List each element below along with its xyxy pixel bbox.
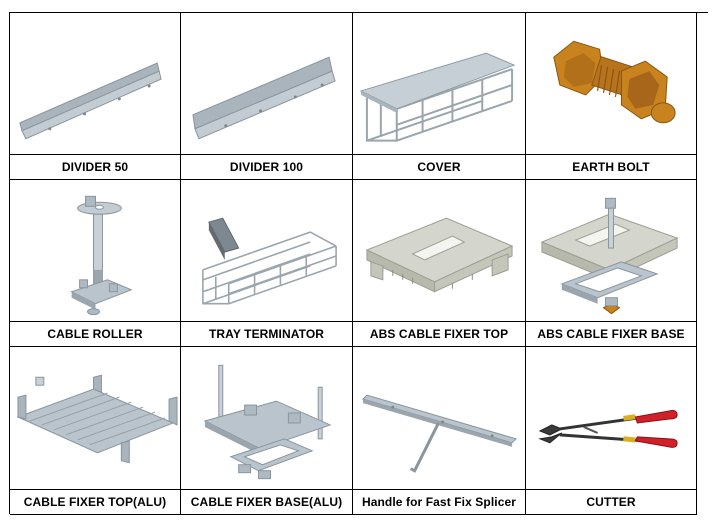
cable-fixer-base-alu-icon (181, 347, 352, 489)
product-cell-tray-terminator: TRAY TERMINATOR (181, 180, 353, 347)
product-label: CABLE FIXER TOP(ALU) (10, 489, 180, 514)
cable-fixer-top-alu-icon (10, 347, 180, 489)
product-cell-cable-roller: CABLE ROLLER (10, 180, 181, 347)
product-label: CABLE FIXER BASE(ALU) (181, 489, 352, 514)
product-label: TRAY TERMINATOR (181, 321, 352, 346)
product-label: DIVIDER 50 (10, 154, 180, 179)
handle-splicer-icon (353, 347, 525, 489)
cable-roller-icon (10, 180, 180, 322)
product-label: EARTH BOLT (526, 154, 696, 179)
abs-cable-fixer-base-icon (526, 180, 696, 322)
divider-100-icon (181, 13, 352, 155)
product-cell-handle-splicer: Handle for Fast Fix Splicer (353, 347, 526, 515)
product-label: DIVIDER 100 (181, 154, 352, 179)
product-label: ABS CABLE FIXER TOP (353, 321, 525, 346)
tray-terminator-icon (181, 180, 352, 322)
abs-cable-fixer-top-icon (353, 180, 525, 322)
product-cell-abs-cable-fixer-top: ABS CABLE FIXER TOP (353, 180, 526, 347)
product-label: CUTTER (526, 489, 696, 514)
product-label: CABLE ROLLER (10, 321, 180, 346)
product-cell-cable-fixer-top-alu: CABLE FIXER TOP(ALU) (10, 347, 181, 515)
product-cell-cutter: CUTTER (526, 347, 697, 515)
cover-icon (353, 13, 525, 155)
product-label: COVER (353, 154, 525, 179)
product-cell-cover: COVER (353, 13, 526, 180)
product-cell-divider-50: DIVIDER 50 (10, 13, 181, 180)
divider-50-icon (10, 13, 180, 155)
earth-bolt-icon (526, 13, 696, 155)
product-cell-abs-cable-fixer-base: ABS CABLE FIXER BASE (526, 180, 697, 347)
cutter-icon (526, 347, 696, 489)
product-cell-earth-bolt: EARTH BOLT (526, 13, 697, 180)
product-label: Handle for Fast Fix Splicer (353, 489, 525, 514)
product-cell-cable-fixer-base-alu: CABLE FIXER BASE(ALU) (181, 347, 353, 515)
product-grid: DIVIDER 50 DIVIDER 100 (9, 12, 708, 515)
product-cell-divider-100: DIVIDER 100 (181, 13, 353, 180)
product-label: ABS CABLE FIXER BASE (526, 321, 696, 346)
